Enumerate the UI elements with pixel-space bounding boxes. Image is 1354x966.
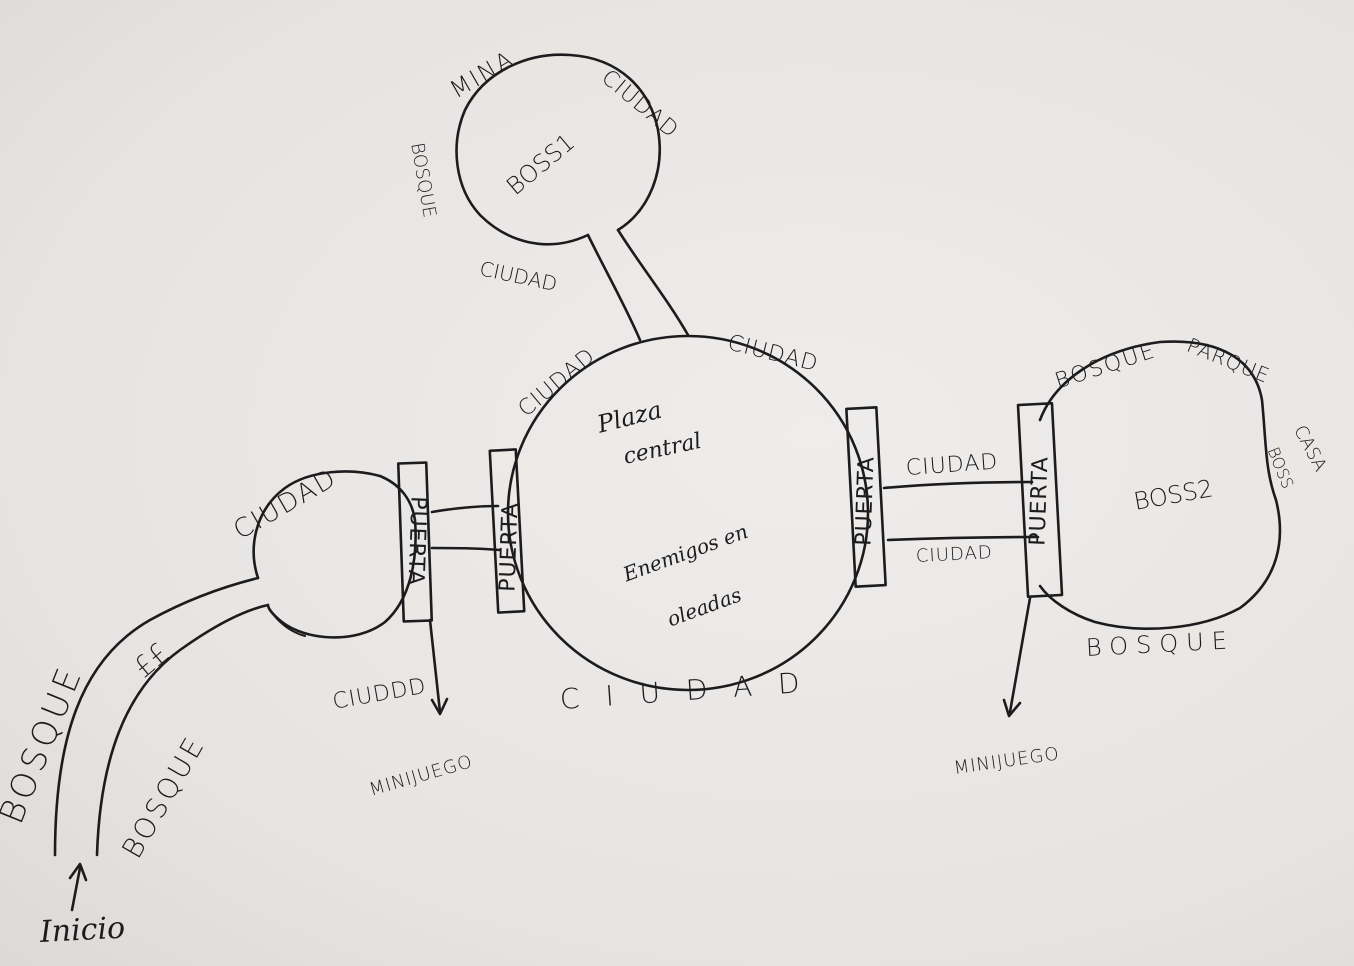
- room1-exit-arrow: [428, 618, 442, 714]
- corridor-right-bottom: [886, 535, 1040, 542]
- central-door-left: [488, 448, 526, 614]
- start-arrow-shaft: [70, 866, 82, 912]
- room1-door-label: PUERTA: [402, 495, 431, 587]
- boss1-corridor-right: [616, 228, 690, 337]
- path-right-edge: [95, 603, 270, 857]
- boss2-door-label: PUERTA: [1025, 455, 1054, 547]
- central-door-right-label: PUERTA: [851, 455, 880, 547]
- start-arrow-head: [68, 862, 88, 882]
- boss1-outline: [455, 53, 661, 246]
- room1-door: [396, 461, 434, 623]
- corridor-left-bottom: [430, 546, 502, 552]
- boss2-exit-arrow-head: [1002, 698, 1022, 718]
- boss2-exit-arrow: [1008, 596, 1032, 714]
- room1-scribble: [269, 609, 306, 637]
- boss2-outline: [1038, 340, 1282, 630]
- central-door-right: [845, 406, 887, 588]
- boss2-door: [1016, 401, 1064, 599]
- corridor-left-top: [430, 504, 500, 514]
- path-left-edge: [53, 576, 260, 857]
- start-label: Inicio: [39, 910, 127, 950]
- central-door-left-label: PUERTA: [495, 501, 524, 593]
- room1-exit-arrow-head: [430, 697, 449, 716]
- boss2-bottom-label: BOSQUE: [1085, 626, 1236, 662]
- corridor-right-top: [882, 480, 1034, 490]
- room1-outline: [252, 470, 417, 639]
- boss1-corridor-left: [586, 233, 642, 342]
- corridor-right-bottom-label: CIUDAD: [915, 541, 994, 567]
